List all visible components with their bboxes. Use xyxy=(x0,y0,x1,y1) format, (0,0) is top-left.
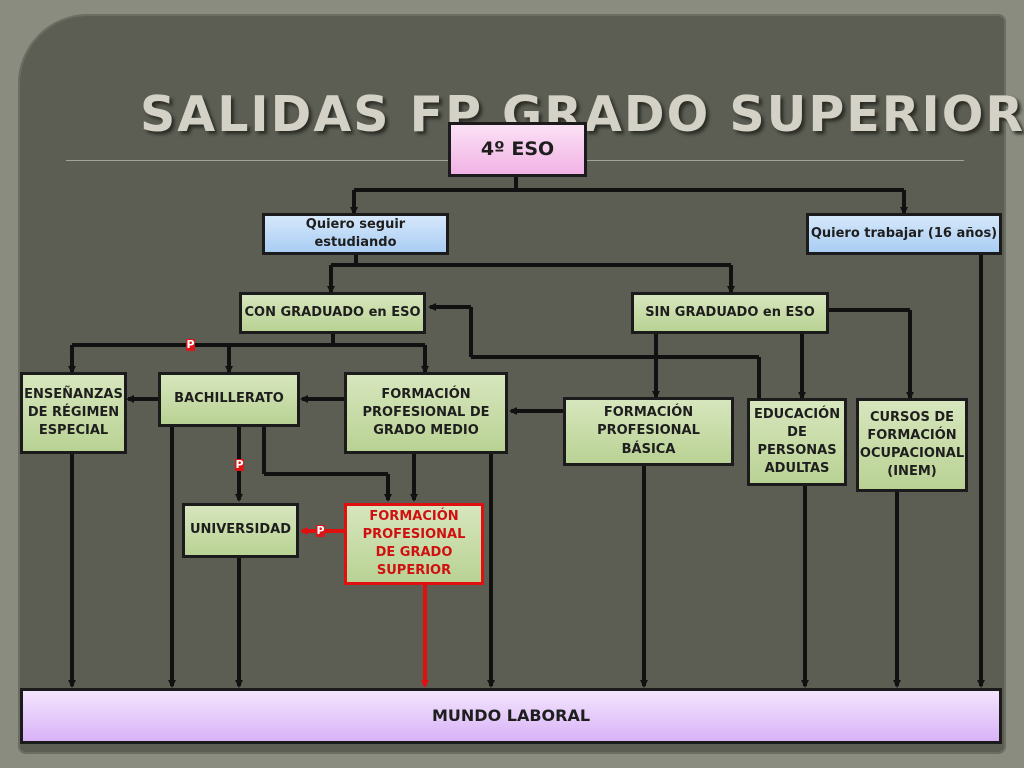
node-ensenanzas-regimen-especial: ENSEÑANZAS DE RÉGIMEN ESPECIAL xyxy=(20,372,127,454)
p-marker: P xyxy=(235,458,244,471)
node-universidad: UNIVERSIDAD xyxy=(182,503,299,558)
node-sin-graduado-eso: SIN GRADUADO en ESO xyxy=(631,292,829,334)
node-quiero-trabajar: Quiero trabajar (16 años) xyxy=(806,213,1002,255)
node-mundo-laboral: MUNDO LABORAL xyxy=(20,688,1002,744)
node-cursos-formacion-ocupacional: CURSOS DE FORMACIÓN OCUPACIONAL (INEM) xyxy=(856,398,968,492)
node-con-graduado-eso: CON GRADUADO en ESO xyxy=(239,292,426,334)
node-fp-grado-superior: FORMACIÓN PROFESIONAL DE GRADO SUPERIOR xyxy=(344,503,484,585)
node-quiero-seguir-estudiando: Quiero seguir estudiando xyxy=(262,213,449,255)
p-marker: P xyxy=(186,338,195,351)
node-educacion-personas-adultas: EDUCACIÓN DE PERSONAS ADULTAS xyxy=(747,398,847,486)
node-fp-basica: FORMACIÓN PROFESIONAL BÁSICA xyxy=(563,397,734,466)
node-4-eso: 4º ESO xyxy=(448,122,587,177)
p-marker: P xyxy=(316,524,325,537)
node-fp-grado-medio: FORMACIÓN PROFESIONAL DE GRADO MEDIO xyxy=(344,372,508,454)
node-bachillerato: BACHILLERATO xyxy=(158,372,300,427)
